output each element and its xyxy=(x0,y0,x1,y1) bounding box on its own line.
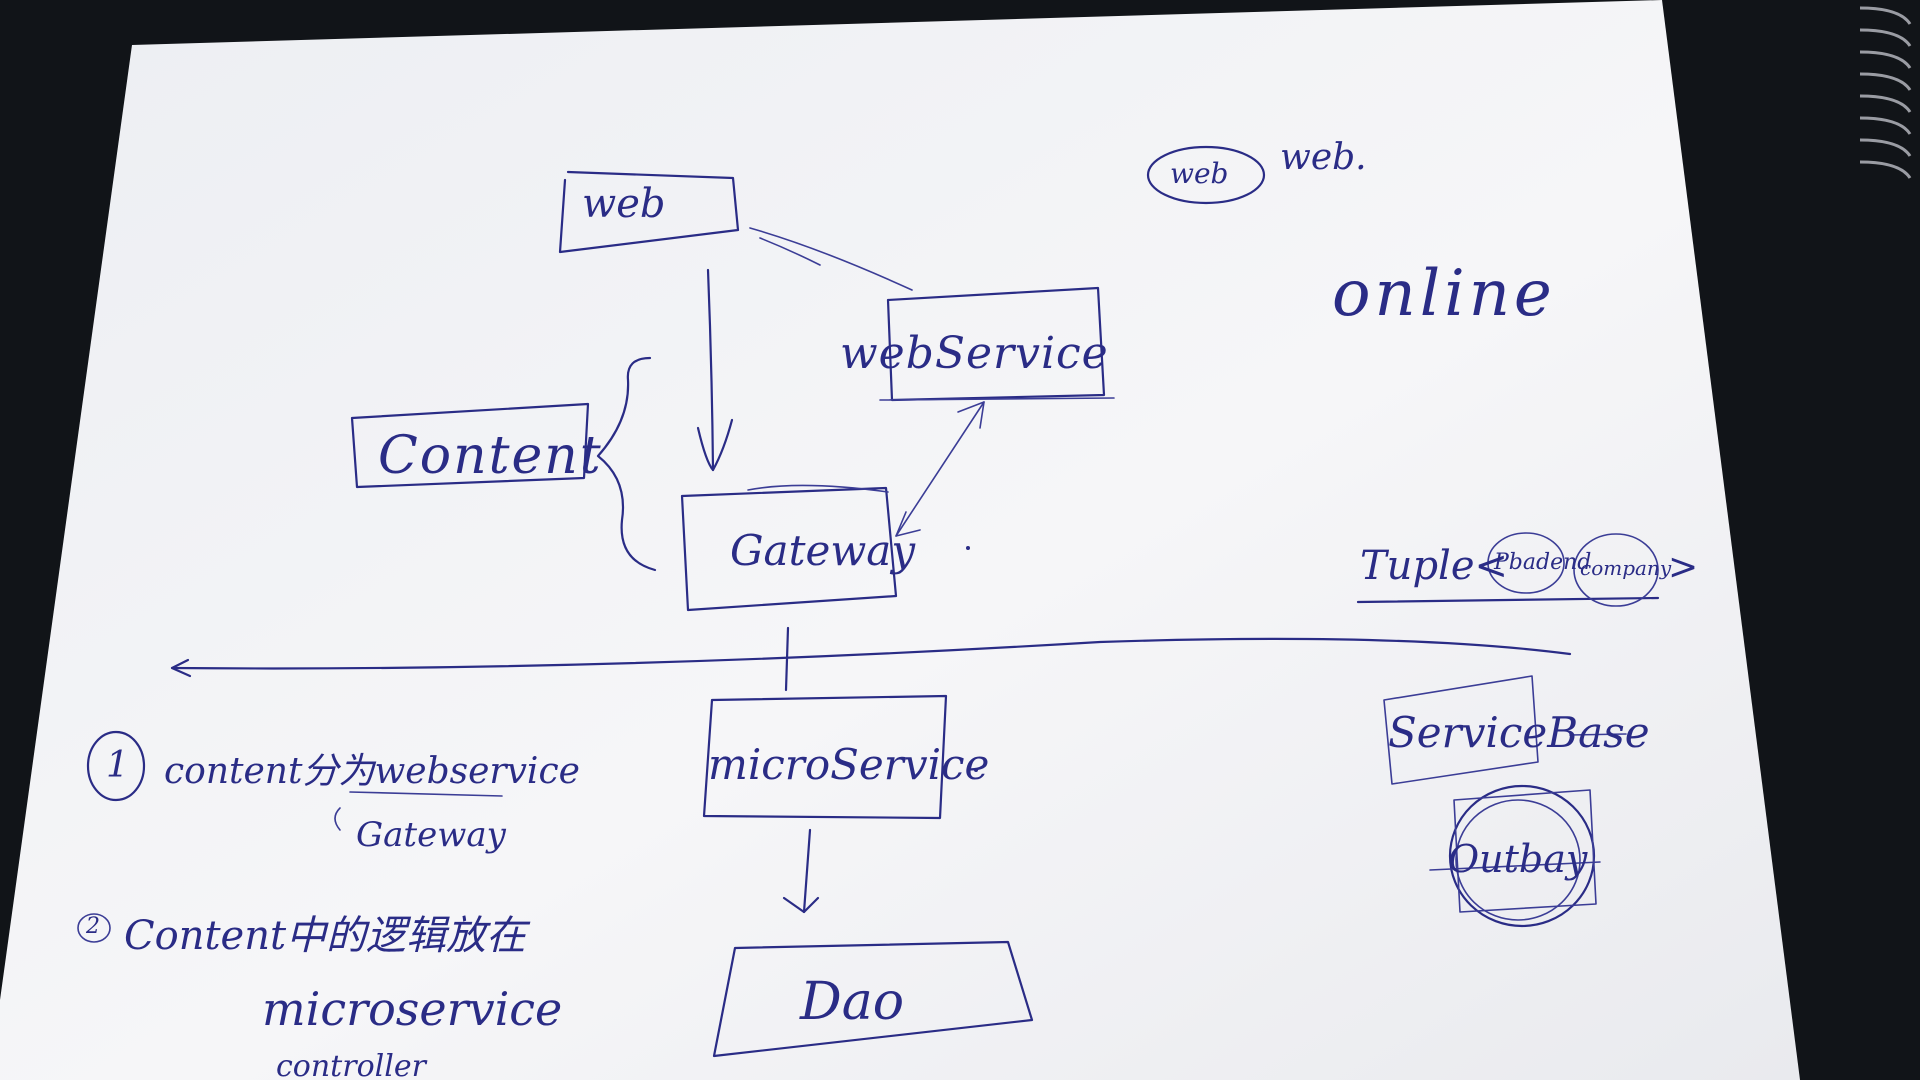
tuple-underline xyxy=(1356,596,1660,604)
note2-text: Content中的逻辑放在 xyxy=(124,913,527,959)
node-gateway-label: Gateway xyxy=(730,526,916,575)
webservice-box-inner xyxy=(879,397,1115,401)
note2-marker-circle xyxy=(77,913,111,943)
divider-line xyxy=(170,637,1572,670)
note1-text: content分为webservice xyxy=(164,751,580,792)
notebook-spiral xyxy=(1859,6,1912,179)
node-webservice-label: webService xyxy=(840,328,1109,379)
circled-word-strike xyxy=(1429,861,1601,871)
right-note-tuple-prefix: Tuple< xyxy=(1360,543,1509,589)
note2-number: 2 xyxy=(86,914,100,939)
gateway-box-top-double xyxy=(747,484,889,493)
node-microservice-label: microService xyxy=(708,740,990,789)
web-circle xyxy=(1146,145,1266,205)
gateway-to-microservice-line xyxy=(784,626,790,692)
ink-dot xyxy=(966,546,970,550)
note2-sub1: microservice xyxy=(262,982,563,1036)
web-to-gateway-arrowhead xyxy=(696,418,734,472)
node-dao-label: Dao xyxy=(800,972,904,1032)
circled-word-ring-2 xyxy=(1455,799,1581,921)
tuple-arg2-circle xyxy=(1573,533,1659,607)
right-note-web-plain: web. xyxy=(1280,137,1367,178)
web-box xyxy=(558,170,740,254)
note1-bracket xyxy=(334,807,341,831)
web-to-gateway-arrow xyxy=(706,268,715,472)
microservice-box xyxy=(702,694,948,820)
web-to-webservice-line xyxy=(749,227,913,291)
note1-sub: Gateway xyxy=(356,815,506,855)
microservice-to-dao-arrow xyxy=(802,828,812,914)
right-note-circled-word: Outbay xyxy=(1448,837,1588,881)
webservice-box xyxy=(886,286,1106,402)
web-to-webservice-line-2 xyxy=(759,237,821,266)
circled-word-box xyxy=(1453,789,1597,913)
tuple-arg1-circle xyxy=(1487,532,1565,594)
content-box xyxy=(350,402,590,489)
servicebase-tail xyxy=(1569,733,1627,736)
gateway-webservice-arrow xyxy=(895,401,985,537)
right-note-tuple-arg2: company xyxy=(1580,556,1672,580)
gateway-webservice-arrowhead-2 xyxy=(895,511,921,537)
divider-arrowhead xyxy=(170,658,192,678)
gateway-box xyxy=(680,486,898,612)
right-note-online: online xyxy=(1332,257,1556,331)
servicebase-box xyxy=(1383,675,1539,785)
right-note-servicebase: ServiceBase xyxy=(1388,708,1650,757)
node-web-label: web xyxy=(582,181,666,227)
right-note-tuple-arg1: Pbadend xyxy=(1494,550,1592,575)
dao-box xyxy=(712,940,1034,1058)
note1-number: 1 xyxy=(106,745,129,786)
note1-underline xyxy=(349,791,503,797)
right-note-tuple-suffix: > xyxy=(1668,547,1699,588)
note1-marker-circle xyxy=(86,730,146,802)
note2-sub2: controller xyxy=(276,1049,426,1080)
ink-dot xyxy=(974,768,978,772)
right-note-web-circled: web xyxy=(1170,157,1229,190)
gateway-webservice-arrowhead-1 xyxy=(957,401,985,429)
microservice-to-dao-arrowhead xyxy=(782,896,820,914)
content-brace xyxy=(596,356,657,572)
node-content-label: Content xyxy=(378,426,603,486)
